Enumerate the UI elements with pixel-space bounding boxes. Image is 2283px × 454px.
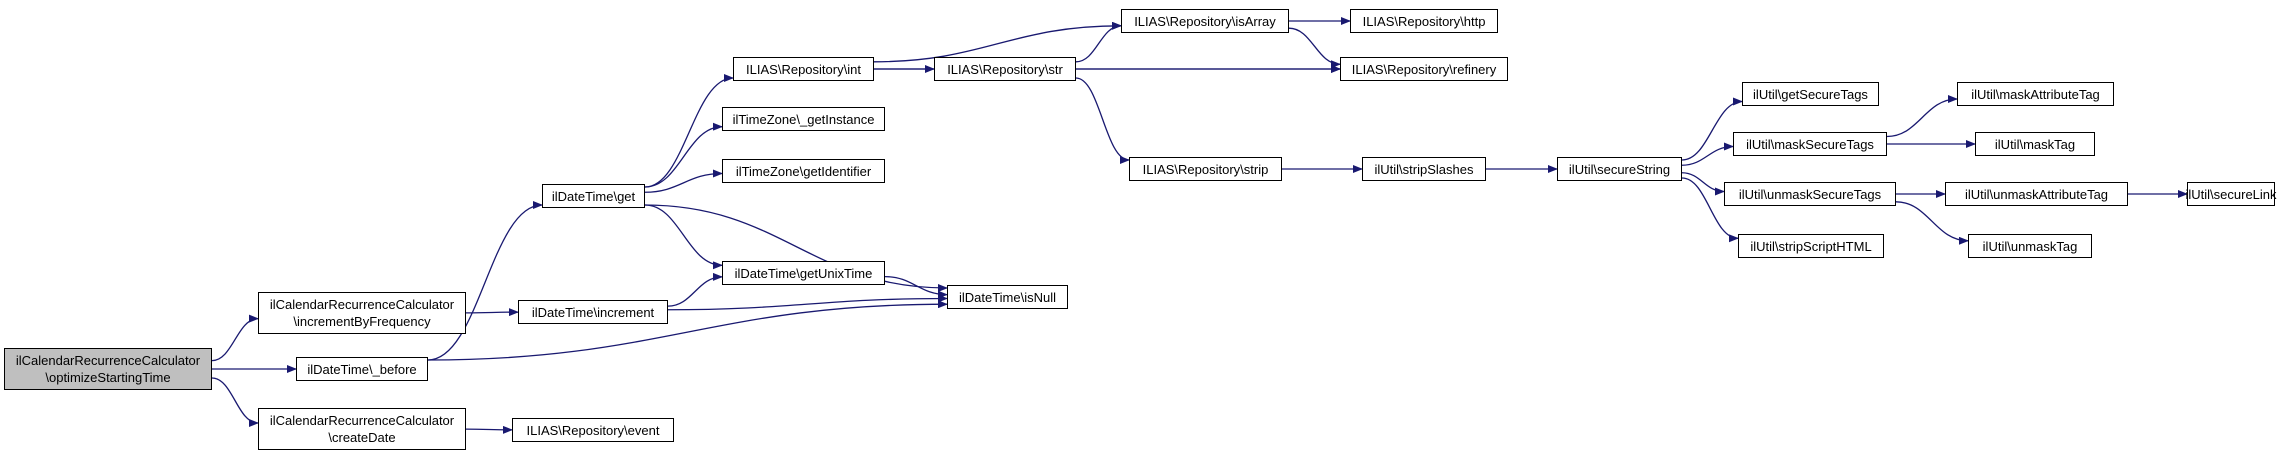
- node-increment-by-frequency[interactable]: ilCalendarRecurrenceCalculator \increment…: [258, 292, 466, 334]
- node-optimize-starting-time[interactable]: ilCalendarRecurrenceCalculator \optimizeS…: [4, 348, 212, 390]
- node-label-line: ilUtil\maskTag: [1994, 136, 2076, 152]
- node-label-line: \optimizeStartingTime: [45, 370, 171, 385]
- node-label-line: ILIAS\Repository\http: [1362, 13, 1486, 29]
- node-label-line: ilUtil\unmaskSecureTags: [1738, 186, 1882, 202]
- edge-before-to-isNull: [427, 300, 948, 361]
- node-label-line: ilDateTime\isNull: [958, 289, 1057, 305]
- node-label-line: ilUtil\unmaskAttributeTag: [1964, 186, 2109, 202]
- node-label-line: ilDateTime\get: [551, 188, 636, 204]
- node-label-line: ilDateTime\_before: [307, 361, 417, 377]
- node-label-line: ILIAS\Repository\int: [746, 61, 861, 77]
- node-util-strip-slashes[interactable]: ilUtil\stripSlashes: [1362, 157, 1486, 181]
- node-repository-event[interactable]: ILIAS\Repository\event: [512, 418, 674, 442]
- edge-secureString-to-getSecureTags: [1681, 97, 1743, 161]
- node-label-line: ILIAS\Repository\strip: [1142, 161, 1269, 177]
- edge-unmaskSecureTags-to-unmaskTag: [1895, 201, 1969, 245]
- node-repository-http[interactable]: ILIAS\Repository\http: [1350, 9, 1498, 33]
- node-label-line: \incrementByFrequency: [293, 314, 431, 329]
- node-label-line: ilCalendarRecurrenceCalculator: [269, 413, 455, 428]
- edge-secureString-to-unmaskSecureTags: [1681, 172, 1725, 196]
- edge-str-to-isArray: [1075, 21, 1122, 63]
- node-util-mask-secure-tags[interactable]: ilUtil\maskSecureTags: [1733, 132, 1887, 156]
- edge-isArray-to-refinery: [1288, 27, 1341, 69]
- node-label-line: \createDate: [328, 430, 396, 445]
- node-label-line: ilUtil\maskSecureTags: [1746, 136, 1874, 152]
- node-label-line: ilUtil\maskAttributeTag: [1971, 86, 2100, 102]
- edge-get-to-int: [644, 74, 734, 188]
- node-util-strip-script-html[interactable]: ilUtil\stripScriptHTML: [1738, 234, 1884, 258]
- edge-str-to-strip: [1075, 77, 1130, 164]
- node-repository-str[interactable]: ILIAS\Repository\str: [934, 57, 1076, 81]
- node-util-secure-string[interactable]: ilUtil\secureString: [1557, 157, 1682, 181]
- node-timezone-get-instance[interactable]: ilTimeZone\_getInstance: [722, 107, 885, 131]
- edge-optimize-to-createDate: [211, 377, 259, 427]
- node-repository-refinery[interactable]: ILIAS\Repository\refinery: [1340, 57, 1508, 81]
- node-datetime-get[interactable]: ilDateTime\get: [542, 184, 645, 208]
- node-util-unmask-attribute-tag[interactable]: ilUtil\unmaskAttributeTag: [1945, 182, 2128, 206]
- edge-get-to-getIdentifier: [644, 169, 723, 193]
- node-label-line: ilDateTime\getUnixTime: [734, 265, 873, 281]
- node-create-date[interactable]: ilCalendarRecurrenceCalculator \createDat…: [258, 408, 466, 450]
- edge-int-to-isArray: [873, 21, 1122, 63]
- node-util-secure-link[interactable]: ilUtil\secureLink: [2185, 182, 2277, 206]
- edge-get-to-getUnixTime: [644, 204, 723, 270]
- node-repository-int[interactable]: ILIAS\Repository\int: [733, 57, 874, 81]
- node-label-line: ilUtil\getSecureTags: [1753, 86, 1868, 102]
- node-util-unmask-tag[interactable]: ilUtil\unmaskTag: [1968, 234, 2092, 258]
- edge-get-to-getInstance: [644, 122, 723, 188]
- edge-secureString-to-stripScriptHTML: [1681, 177, 1739, 243]
- node-label-line: ilUtil\unmaskTag: [1982, 238, 2078, 254]
- node-label-line: ILIAS\Repository\event: [526, 422, 660, 438]
- edge-before-to-get: [427, 201, 543, 361]
- node-label-line: ILIAS\Repository\isArray: [1134, 13, 1276, 29]
- node-datetime-increment[interactable]: ilDateTime\increment: [518, 300, 668, 324]
- node-repository-is-array[interactable]: ILIAS\Repository\isArray: [1121, 9, 1289, 33]
- node-label-line: ilUtil\stripScriptHTML: [1750, 238, 1872, 254]
- node-util-mask-tag[interactable]: ilUtil\maskTag: [1975, 132, 2095, 156]
- node-label-line: ILIAS\Repository\str: [947, 61, 1063, 77]
- edge-incrementByFrequency-to-increment: [465, 308, 519, 317]
- node-label-line: ilUtil\secureString: [1568, 161, 1671, 177]
- node-util-get-secure-tags[interactable]: ilUtil\getSecureTags: [1742, 82, 1879, 106]
- node-timezone-get-identifier[interactable]: ilTimeZone\getIdentifier: [722, 159, 885, 183]
- node-datetime-get-unix-time[interactable]: ilDateTime\getUnixTime: [722, 261, 885, 285]
- edge-increment-to-getUnixTime: [667, 272, 723, 307]
- edge-getUnixTime-to-isNull: [884, 275, 948, 299]
- node-datetime-before[interactable]: ilDateTime\_before: [296, 357, 428, 381]
- node-label-line: ilCalendarRecurrenceCalculator: [269, 297, 455, 312]
- node-util-mask-attribute-tag[interactable]: ilUtil\maskAttributeTag: [1957, 82, 2114, 106]
- node-datetime-is-null[interactable]: ilDateTime\isNull: [947, 285, 1068, 309]
- edge-increment-to-isNull: [667, 294, 948, 311]
- edge-secureString-to-maskSecureTags: [1681, 142, 1734, 166]
- node-label-line: ilCalendarRecurrenceCalculator: [15, 353, 201, 368]
- edges-layer: [211, 17, 2188, 434]
- edge-get-to-isNull: [644, 204, 948, 292]
- edge-maskSecureTags-to-maskAttributeTag: [1886, 95, 1958, 138]
- node-label-line: ilTimeZone\getIdentifier: [735, 163, 872, 179]
- edge-optimize-to-incrementByFrequency: [211, 314, 259, 362]
- node-label-line: ilDateTime\increment: [531, 304, 655, 320]
- node-repository-strip[interactable]: ILIAS\Repository\strip: [1129, 157, 1282, 181]
- node-label-line: ilUtil\secureLink: [2185, 186, 2277, 202]
- node-label-line: ILIAS\Repository\refinery: [1351, 61, 1497, 77]
- node-label-line: ilTimeZone\_getInstance: [732, 111, 875, 127]
- node-util-unmask-secure-tags[interactable]: ilUtil\unmaskSecureTags: [1724, 182, 1896, 206]
- node-label-line: ilUtil\stripSlashes: [1374, 161, 1474, 177]
- edge-createDate-to-event: [465, 425, 513, 434]
